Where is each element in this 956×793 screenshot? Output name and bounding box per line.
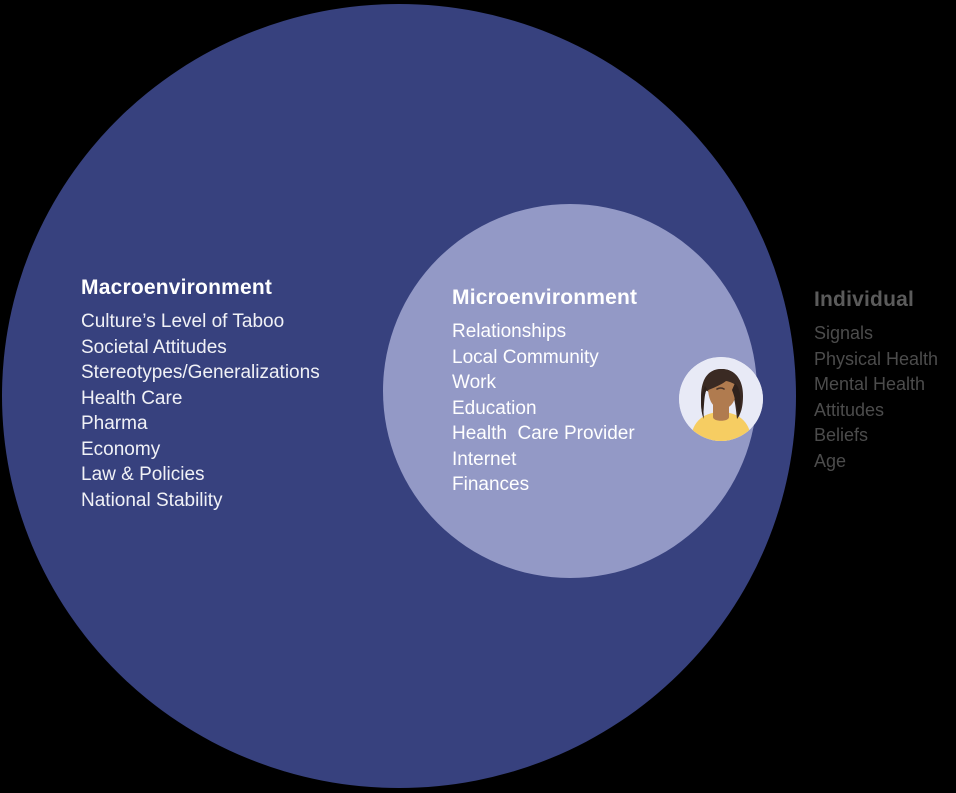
list-item: Internet — [452, 448, 517, 470]
microenvironment-text-block: Microenvironment Relationships Local Com… — [452, 286, 637, 498]
list-item: Local Community — [452, 346, 599, 368]
macroenvironment-title: Macroenvironment — [81, 276, 273, 299]
list-item: Culture’s Level of Taboo — [81, 311, 285, 332]
list-item: Economy — [81, 438, 161, 460]
microenvironment-title: Microenvironment — [452, 286, 638, 309]
list-item: National Stability — [81, 489, 223, 511]
individual-list: Signals Physical Health Mental Health At… — [814, 321, 938, 474]
macroenvironment-list: Culture’s Level of Taboo Societal Attitu… — [81, 309, 320, 513]
list-item: Pharma — [81, 413, 148, 434]
person-avatar-icon — [679, 357, 763, 441]
individual-text-block: Individual Signals Physical Health Menta… — [814, 288, 938, 474]
list-item: Law & Policies — [81, 464, 205, 485]
list-item: Physical Health — [814, 348, 939, 369]
list-item: Beliefs — [814, 425, 869, 445]
list-item: Finances — [452, 474, 530, 495]
list-item: Mental Health — [814, 374, 926, 394]
list-item: Signals — [814, 323, 874, 343]
list-item: Health Care Provider — [452, 423, 635, 444]
list-item: Attitudes — [814, 399, 885, 420]
list-item: Health Care — [81, 387, 183, 409]
macroenvironment-text-block: Macroenvironment Culture’s Level of Tabo… — [81, 276, 320, 513]
list-item: Age — [814, 450, 847, 471]
microenvironment-list: Relationships Local Community Work Educa… — [452, 319, 637, 498]
list-item: Work — [452, 372, 496, 393]
list-item: Societal Attitudes — [81, 336, 227, 358]
list-item: Relationships — [452, 321, 567, 342]
list-item: Education — [452, 397, 537, 419]
individual-title: Individual — [814, 288, 915, 311]
list-item: Stereotypes/Generalizations — [81, 362, 320, 383]
